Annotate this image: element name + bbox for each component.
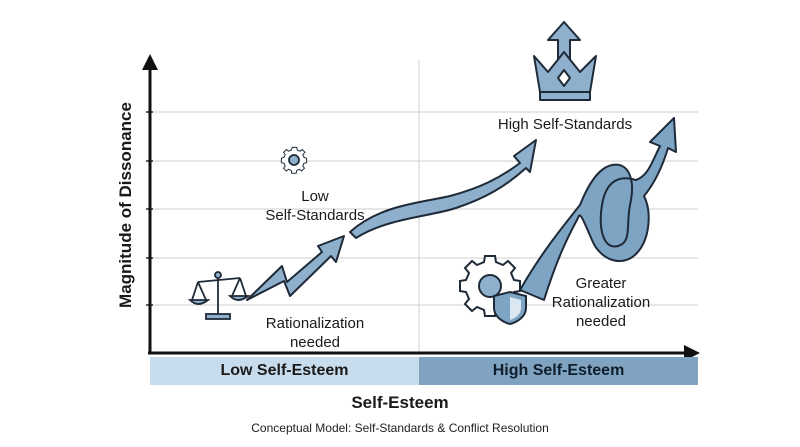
caption: Conceptual Model: Self-Standards & Confl… [251, 421, 549, 435]
low-self-esteem-label: Low Self-Esteem [220, 362, 349, 379]
zigzag-arrow [246, 235, 345, 301]
low-self-standards-line-1: Low [301, 188, 329, 205]
greater-rationalization-label: Greater Rationalization needed [536, 274, 666, 331]
high-self-esteem-band: High Self-Esteem [419, 357, 698, 385]
low-self-esteem-band: Low Self-Esteem [150, 357, 419, 385]
crown-icon [533, 21, 597, 101]
rationalization-line-1: Rationalization [265, 315, 365, 332]
loop-arrow [519, 117, 677, 301]
curved-arrow [349, 139, 537, 239]
gear-icon [280, 146, 308, 174]
low-self-standards-line-2: Self-Standards [265, 207, 365, 224]
greater-rationalization-line-1: Greater [575, 275, 627, 292]
high-self-standards-label: High Self-Standards [497, 116, 633, 133]
rationalization-line-2: needed [289, 334, 341, 351]
rationalization-needed-label: Rationalization needed [245, 314, 385, 352]
greater-rationalization-line-3: needed [575, 313, 627, 330]
y-axis-label: Magnitude of Dissonance [116, 102, 135, 308]
high-self-esteem-label: High Self-Esteem [492, 362, 625, 379]
balance-scale-icon [187, 271, 251, 320]
greater-rationalization-line-2: Rationalization [551, 294, 651, 311]
x-axis-label: Self-Esteem [351, 393, 449, 412]
low-self-standards-label: Low Self-Standards [260, 187, 370, 225]
gear-shield-icon [459, 255, 527, 326]
